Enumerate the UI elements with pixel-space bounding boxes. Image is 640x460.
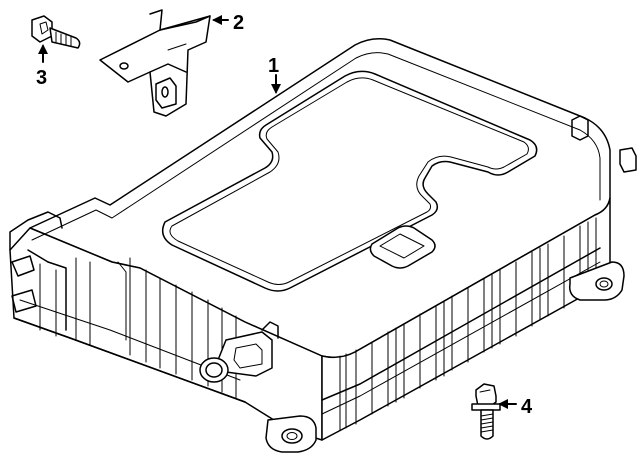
control-module-housing[interactable] bbox=[9, 38, 637, 453]
callout-2-label: 2 bbox=[233, 12, 244, 34]
callout-4: 4 bbox=[498, 396, 533, 418]
callout-1: 1 bbox=[268, 55, 281, 94]
callout-3: 3 bbox=[36, 44, 48, 89]
mounting-bracket[interactable] bbox=[99, 9, 211, 117]
callout-3-label: 3 bbox=[36, 67, 47, 89]
callout-1-label: 1 bbox=[268, 55, 279, 77]
callout-4-label: 4 bbox=[521, 396, 533, 418]
callout-2: 2 bbox=[212, 12, 244, 34]
bolt-lower[interactable] bbox=[471, 383, 501, 440]
bolt-upper[interactable] bbox=[31, 15, 81, 49]
